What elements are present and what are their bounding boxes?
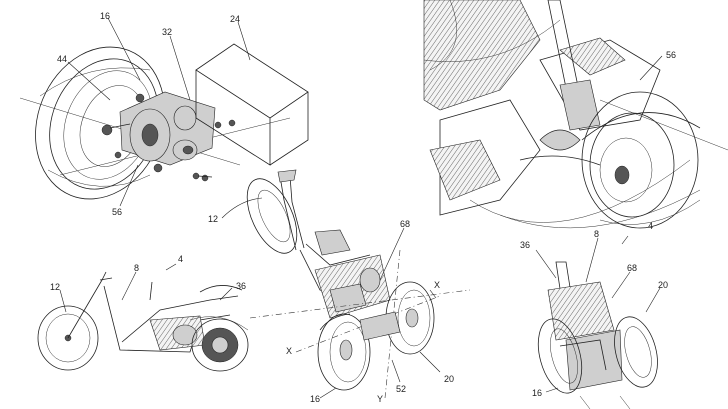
label-16-rear: 16 bbox=[532, 388, 542, 398]
label-56-detail: 56 bbox=[666, 50, 676, 60]
label-8-side: 8 bbox=[134, 263, 139, 273]
label-68-persp: 68 bbox=[400, 219, 410, 229]
label-56: 56 bbox=[112, 207, 122, 217]
front-wheel-detail bbox=[581, 91, 701, 229]
label-12-persp: 12 bbox=[208, 214, 218, 224]
label-12-side: 12 bbox=[50, 282, 60, 292]
figure-perspective-view: 12 68 X X 16 Y 52 20 bbox=[208, 169, 471, 404]
label-20-rear: 20 bbox=[658, 280, 668, 290]
label-68-rear: 68 bbox=[627, 263, 637, 273]
figure-side-view: 12 8 4 36 bbox=[37, 254, 249, 372]
label-x-right: X bbox=[434, 280, 440, 290]
figure-rear-view: 36 8 4 68 20 16 bbox=[520, 221, 668, 409]
label-52-persp: 52 bbox=[396, 384, 406, 394]
label-8-rear: 8 bbox=[594, 229, 599, 239]
label-16: 16 bbox=[100, 11, 110, 21]
label-4-rear: 4 bbox=[648, 221, 653, 231]
block-24 bbox=[195, 43, 309, 166]
label-24: 24 bbox=[230, 14, 240, 24]
figure-front-detail: 56 bbox=[423, 0, 728, 230]
label-16-persp: 16 bbox=[310, 394, 320, 404]
figure-wheel-motor-assembly: 16 32 24 44 56 bbox=[19, 11, 309, 217]
label-x-left: X bbox=[286, 346, 292, 356]
label-44: 44 bbox=[57, 54, 67, 64]
label-36-side: 36 bbox=[236, 281, 246, 291]
label-y-axis: Y bbox=[377, 394, 383, 404]
label-32: 32 bbox=[162, 27, 172, 37]
label-4-side: 4 bbox=[178, 254, 183, 264]
label-20-persp: 20 bbox=[444, 374, 454, 384]
motor-unit-56 bbox=[101, 91, 236, 182]
label-36-rear: 36 bbox=[520, 240, 530, 250]
